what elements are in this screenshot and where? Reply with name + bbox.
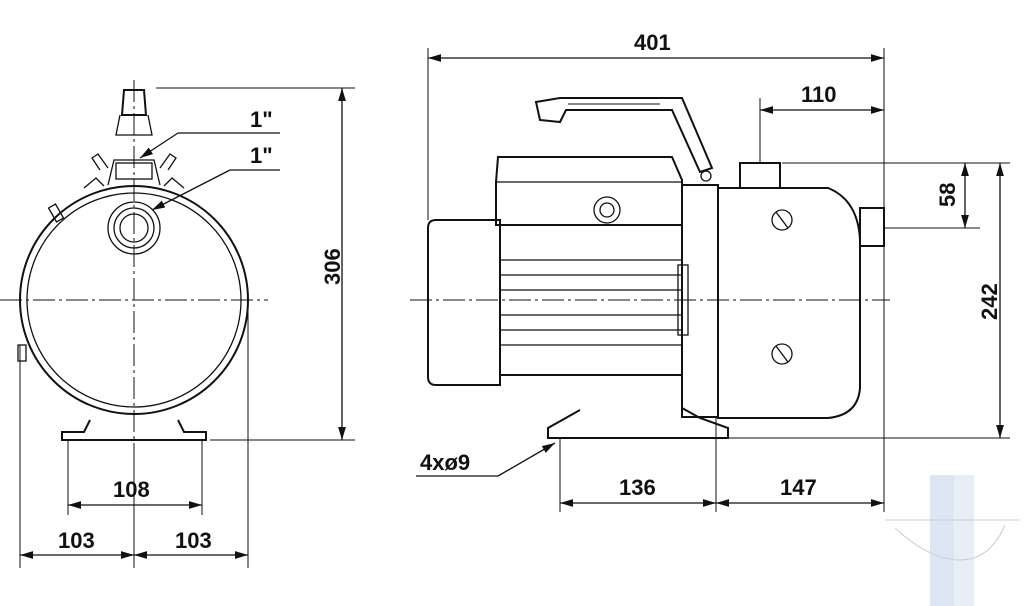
inlet-nozzle xyxy=(859,207,885,247)
height-58-label: 58 xyxy=(935,183,960,207)
terminal-box xyxy=(495,156,683,226)
inlet-thread-label: 1" xyxy=(250,143,273,168)
front-foot xyxy=(61,419,207,441)
left-width-103-label: 103 xyxy=(58,528,95,553)
priming-plug xyxy=(120,89,148,116)
cable-gland xyxy=(593,196,621,224)
length-401-label: 401 xyxy=(634,30,671,55)
base-foot xyxy=(547,407,729,439)
height-242-label: 242 xyxy=(977,283,1002,320)
height-306-label: 306 xyxy=(320,248,345,285)
outlet-thread-label: 1" xyxy=(250,107,273,132)
base-147-label: 147 xyxy=(780,475,817,500)
carry-handle xyxy=(534,97,714,174)
drain-plug xyxy=(771,343,793,365)
watermark-logo xyxy=(885,475,1020,606)
foot-width-108-label: 108 xyxy=(113,477,150,502)
side-view: 401 110 58 242 136 147 4xø9 xyxy=(410,30,1010,512)
pump-housing xyxy=(717,187,861,419)
motor-end-cap xyxy=(427,219,501,386)
priming-plug-side xyxy=(771,209,793,231)
offset-110-label: 110 xyxy=(801,82,837,107)
outlet-nozzle xyxy=(739,162,781,189)
right-width-103-label: 103 xyxy=(175,528,212,553)
front-view: 1" 1" 306 108 103 103 xyxy=(0,80,355,568)
mounting-holes-label: 4xø9 xyxy=(420,450,470,475)
base-136-label: 136 xyxy=(619,475,656,500)
